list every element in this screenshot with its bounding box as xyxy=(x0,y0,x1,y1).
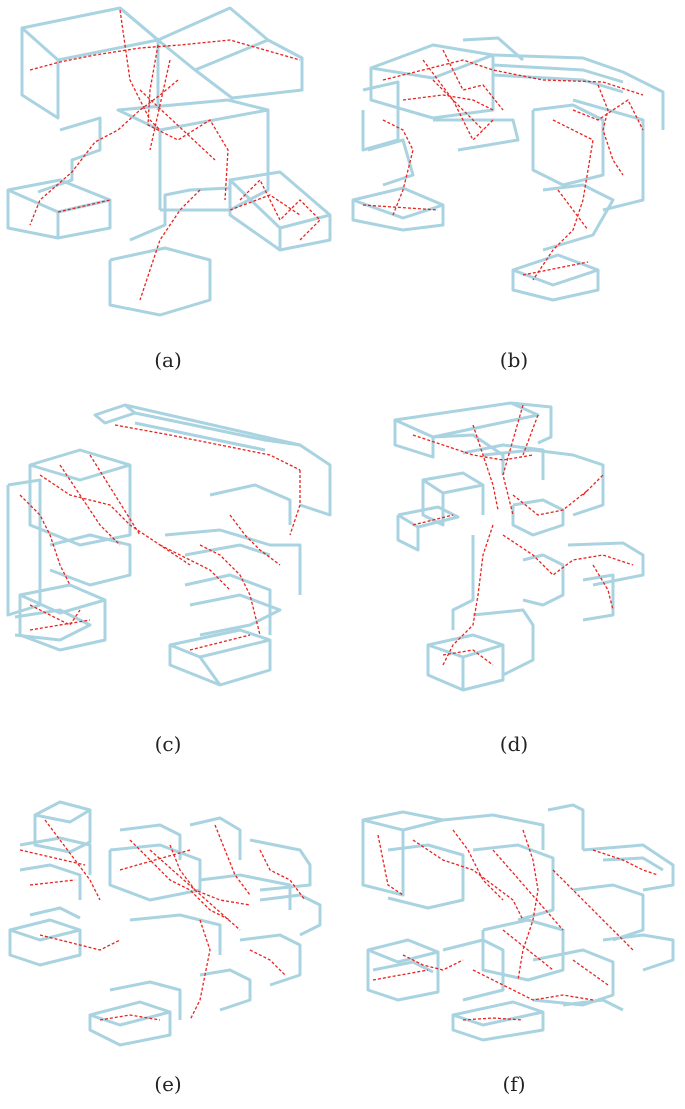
caption-a: (a) xyxy=(154,348,182,372)
caption-d: (d) xyxy=(499,732,529,756)
panel-d-structure xyxy=(393,401,645,692)
panel-c xyxy=(0,395,342,725)
panel-c-paths xyxy=(19,424,301,651)
panel-f-paths xyxy=(372,829,659,1021)
panel-e-drawing xyxy=(8,800,322,1047)
caption-f: (f) xyxy=(502,1072,526,1096)
panel-c-structure xyxy=(6,403,332,687)
panel-b-paths xyxy=(362,49,644,281)
panel-d-drawing xyxy=(393,401,645,692)
panel-f xyxy=(343,790,685,1060)
panel-e xyxy=(0,790,342,1060)
panel-f-structure xyxy=(361,803,675,1042)
panel-f-drawing xyxy=(361,803,675,1042)
panel-d-paths xyxy=(412,404,634,666)
panel-b xyxy=(343,0,685,330)
panel-c-drawing xyxy=(6,403,332,687)
panel-b-drawing xyxy=(351,36,665,302)
panel-e-paths xyxy=(19,819,306,1021)
panel-d xyxy=(343,395,685,725)
caption-e: (e) xyxy=(154,1072,182,1096)
panel-e-structure xyxy=(8,800,322,1047)
panel-a-drawing xyxy=(6,6,332,317)
panel-a-paths xyxy=(29,9,321,301)
panel-a xyxy=(0,0,342,330)
caption-c: (c) xyxy=(154,732,182,756)
panel-a-structure xyxy=(6,6,332,317)
caption-b: (b) xyxy=(499,348,529,372)
panel-b-structure xyxy=(351,36,665,302)
